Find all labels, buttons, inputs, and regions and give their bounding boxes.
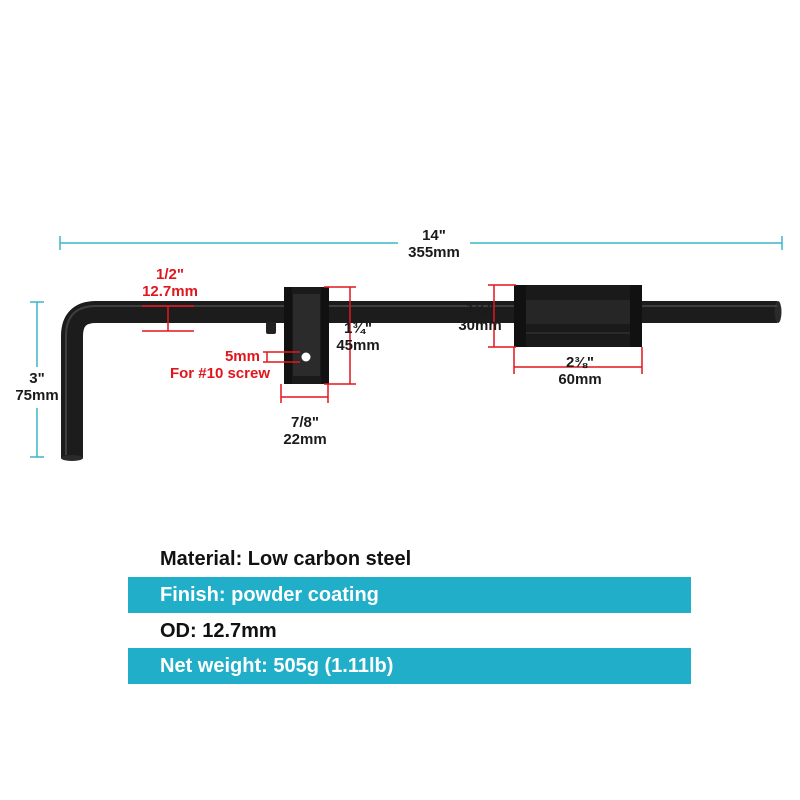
keeper-width-line <box>513 347 643 374</box>
latch-rod <box>61 301 782 461</box>
bracket-width-line <box>280 384 329 403</box>
bracket-height-inch: 1¾" <box>344 320 372 337</box>
stop-pin <box>266 322 276 334</box>
spec-row-material: Material: Low carbon steel <box>128 541 691 577</box>
keeper-width-label: 2⅜" 60mm <box>550 354 610 388</box>
bracket-height-mm: 45mm <box>336 337 380 354</box>
spec-row-weight: Net weight: 505g (1.11lb) <box>128 648 691 684</box>
overall-length-label: 14" 355mm <box>400 227 468 261</box>
screw-hole-note: For #10 screw <box>169 365 270 382</box>
guide-bracket <box>284 287 329 384</box>
screw-hole-label: 5mm For #10 screw <box>130 348 270 382</box>
screw-hole-line <box>263 351 300 363</box>
bracket-width-mm: 22mm <box>283 431 327 448</box>
keeper-height-mm: 30mm <box>458 317 502 334</box>
bracket-width-inch: 7/8" <box>291 414 319 431</box>
overall-length-inch: 14" <box>422 227 446 244</box>
screw-hole-size: 5mm <box>224 348 260 365</box>
keeper-bracket <box>514 285 642 347</box>
spec-row-finish: Finish: powder coating <box>128 577 691 613</box>
keeper-height-inch: 1⅛" <box>466 300 494 317</box>
keeper-height-label: 1⅛" 30mm <box>448 300 512 334</box>
rod-diameter-inch: 1/2" <box>156 266 184 283</box>
rod-diameter-label: 1/2" 12.7mm <box>130 266 210 300</box>
overall-length-line <box>59 236 783 250</box>
screw-hole <box>301 352 311 362</box>
keeper-width-inch: 2⅜" <box>566 354 594 371</box>
overall-length-mm: 355mm <box>408 244 460 261</box>
bend-height-mm: 75mm <box>15 387 59 404</box>
bend-height-inch: 3" <box>29 370 45 387</box>
bend-height-label: 3" 75mm <box>4 370 70 404</box>
keeper-width-mm: 60mm <box>558 371 602 388</box>
bracket-height-line <box>324 286 356 385</box>
bracket-height-label: 1¾" 45mm <box>328 320 388 354</box>
rod-diameter-mm: 12.7mm <box>142 283 198 300</box>
keeper-height-line <box>488 284 516 348</box>
bend-height-line <box>30 301 44 458</box>
rod-diameter-line <box>142 305 194 332</box>
bracket-width-label: 7/8" 22mm <box>272 414 338 448</box>
spec-row-od: OD: 12.7mm <box>128 613 691 649</box>
